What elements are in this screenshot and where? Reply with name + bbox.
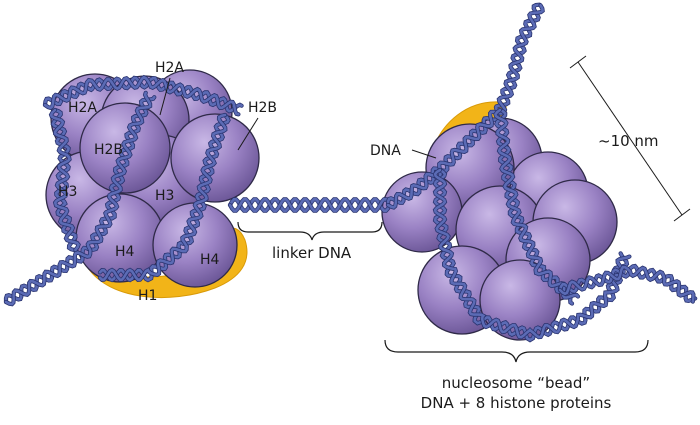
label-linker-dna: linker DNA [272,244,352,262]
bead-brace [384,339,649,363]
dna-right-front-wrap [432,167,632,343]
dna-helices [3,2,698,343]
linker-brace [237,221,383,241]
label-h2a-top: H2A [155,60,184,76]
label-h3-center: H3 [155,188,174,204]
label-h2b-right: H2B [248,100,277,116]
dna-right-exit-top [385,2,545,210]
dna-leader [411,149,437,159]
dna-left-side-wrap [48,107,81,253]
caption-line2: DNA + 8 histone proteins [421,394,612,412]
label-h2a-left: H2A [68,100,97,116]
scale-bar [569,55,691,222]
label-h1: H1 [138,288,157,304]
h2a-top-leader [159,77,171,116]
histone-left [381,171,463,253]
h2b-right-leader [237,117,259,151]
label-h4-left: H4 [115,244,135,260]
label-h2b-left: H2B [94,142,123,158]
dna-linker [227,197,391,213]
label-h4-right: H4 [200,252,220,268]
dna-left-front-wrap [97,112,231,283]
dna-right-middle-wrap [493,107,581,306]
label-h3-left: H3 [58,184,77,200]
caption-line1: nucleosome “bead” [442,374,590,392]
dna-left-entry [3,90,157,307]
dna-right-exit [557,263,698,304]
label-dna: DNA [370,143,401,159]
label-scale: ~10 nm [598,132,659,150]
dna-left-top-wrap [42,74,244,117]
